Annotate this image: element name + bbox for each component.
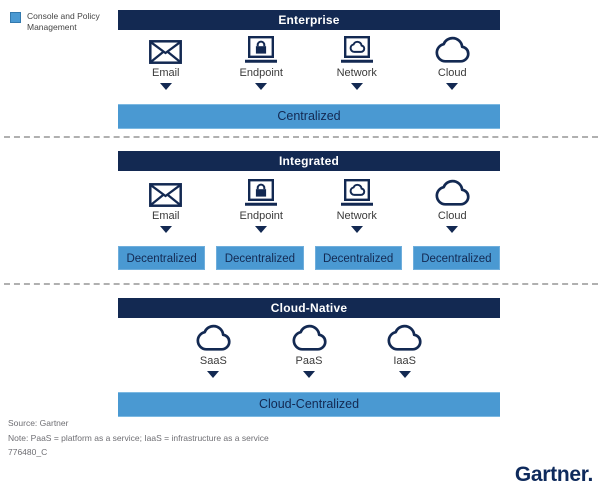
decentralized-bar-row: Decentralized Decentralized Decentralize… [118, 246, 500, 270]
footer-note: Note: PaaS = platform as a service; IaaS… [8, 432, 269, 443]
down-arrow-icon [350, 226, 363, 233]
enterprise-icon-row: Email Endpoint Network [118, 36, 500, 90]
footer: Source: Gartner Note: PaaS = platform as… [8, 417, 269, 461]
cloud-native-col-paas: PaaS [261, 324, 357, 378]
centralized-bar: Centralized [118, 104, 500, 129]
decentralized-bar: Decentralized [118, 246, 206, 270]
integrated-icon-row: Email Endpoint Network [118, 179, 500, 233]
endpoint-icon [245, 179, 278, 206]
cloud-icon [435, 36, 470, 63]
down-arrow-icon [350, 83, 363, 90]
enterprise-col-endpoint: Endpoint [214, 36, 310, 90]
icon-label-paas: PaaS [295, 355, 323, 367]
section-header-cloud-native: Cloud-Native [118, 298, 500, 318]
cloud-icon [292, 324, 327, 351]
gartner-logo: Gartner. [514, 463, 593, 486]
down-arrow-icon [446, 83, 459, 90]
cloud-centralized-bar: Cloud-Centralized [118, 392, 500, 417]
integrated-col-email: Email [118, 179, 214, 233]
network-icon [340, 36, 373, 63]
down-arrow-icon [255, 83, 268, 90]
integrated-col-cloud: Cloud [405, 179, 501, 233]
integrated-col-endpoint: Endpoint [214, 179, 310, 233]
legend-label: Console and Policy Management [27, 11, 100, 33]
section-integrated: Integrated Email Endpoint [118, 151, 500, 270]
down-arrow-icon [255, 226, 268, 233]
integrated-col-network: Network [309, 179, 405, 233]
footer-code: 776480_C [8, 447, 48, 457]
email-icon [149, 40, 183, 64]
icon-label-cloud: Cloud [437, 67, 467, 79]
icon-label-network: Network [336, 67, 377, 79]
cloud-native-col-iaas: IaaS [357, 324, 453, 378]
enterprise-col-cloud: Cloud [405, 36, 501, 90]
down-arrow-icon [398, 371, 411, 378]
section-header-enterprise: Enterprise [118, 10, 500, 30]
down-arrow-icon [207, 371, 220, 378]
section-cloud-native: Cloud-Native SaaS PaaS IaaS Cl [118, 298, 500, 417]
dashed-divider [4, 283, 598, 285]
enterprise-col-email: Email [118, 36, 214, 90]
enterprise-col-network: Network [309, 36, 405, 90]
icon-label-saas: SaaS [199, 355, 227, 367]
section-enterprise: Enterprise Email Endpoint [118, 10, 500, 129]
dashed-divider [4, 136, 598, 138]
decentralized-bar: Decentralized [216, 246, 304, 270]
icon-label-network: Network [336, 210, 377, 222]
icon-label-cloud: Cloud [437, 210, 467, 222]
decentralized-bar: Decentralized [412, 246, 500, 270]
endpoint-icon [245, 36, 278, 63]
network-icon [340, 179, 373, 206]
cloud-native-icon-row: SaaS PaaS IaaS [166, 324, 453, 378]
legend: Console and Policy Management [10, 11, 115, 33]
icon-label-email: Email [151, 67, 180, 79]
section-header-integrated: Integrated [118, 151, 500, 171]
legend-color-swatch [10, 12, 21, 23]
down-arrow-icon [303, 371, 315, 378]
icon-label-endpoint: Endpoint [239, 210, 283, 222]
icon-label-email: Email [151, 210, 180, 222]
icon-label-iaas: IaaS [393, 355, 416, 367]
down-arrow-icon [159, 226, 172, 233]
icon-label-endpoint: Endpoint [239, 67, 283, 79]
down-arrow-icon [446, 226, 459, 233]
email-icon [149, 183, 183, 207]
cloud-icon [435, 179, 470, 206]
footer-source: Source: Gartner [8, 418, 69, 428]
cloud-icon [387, 324, 422, 351]
cloud-native-col-saas: SaaS [166, 324, 262, 378]
decentralized-bar: Decentralized [314, 246, 402, 270]
cloud-icon [196, 324, 231, 351]
down-arrow-icon [159, 83, 172, 90]
